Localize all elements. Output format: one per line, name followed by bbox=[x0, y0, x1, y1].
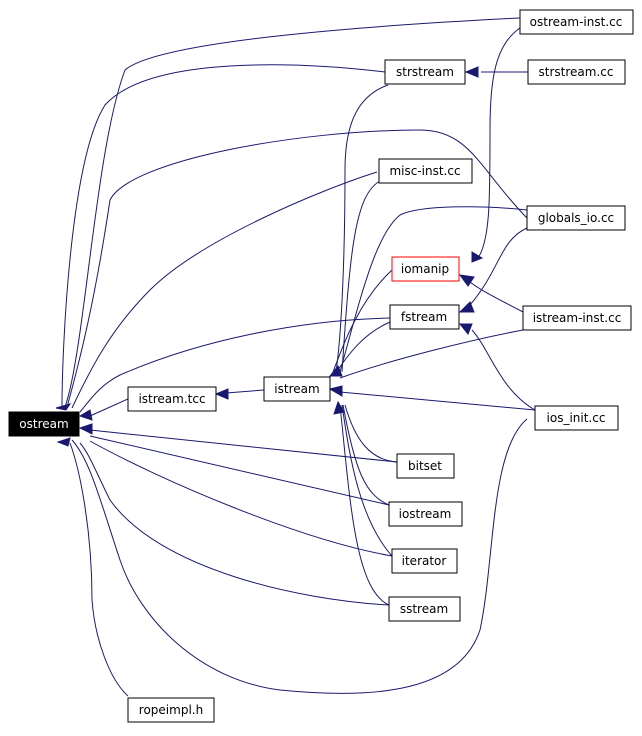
node-bitset[interactable]: bitset bbox=[396, 453, 455, 479]
node-bitset-label: bitset bbox=[408, 459, 442, 473]
node-istream-label: istream bbox=[274, 382, 319, 396]
edge-fstream-to-ostream bbox=[79, 317, 391, 413]
node-ropeimpl-h-label: ropeimpl.h bbox=[139, 703, 203, 717]
edge-iostream-to-istream bbox=[342, 404, 390, 506]
edge-globals-io-to-ostream bbox=[66, 129, 528, 408]
node-ropeimpl-h[interactable]: ropeimpl.h bbox=[127, 697, 215, 723]
edge-strstream-to-istream bbox=[335, 84, 389, 373]
edge-strstream-to-ostream bbox=[61, 64, 386, 408]
node-istream-tcc[interactable]: istream.tcc bbox=[127, 386, 217, 412]
edge-iomanip-to-istream bbox=[332, 269, 393, 373]
edge-arrowheads bbox=[55, 66, 484, 447]
node-iomanip-label: iomanip bbox=[401, 262, 449, 276]
edge-ostream-inst-to-iomanip bbox=[477, 27, 521, 259]
edge-ios-init-to-fstream bbox=[471, 329, 536, 411]
edge-ostream-inst-to-ostream bbox=[64, 17, 521, 408]
edge-istream-inst-to-istream bbox=[339, 329, 524, 379]
node-misc-inst-cc[interactable]: misc-inst.cc bbox=[378, 158, 473, 184]
edge-misc-inst-to-istream bbox=[341, 180, 381, 373]
node-iostream-label: iostream bbox=[399, 507, 452, 521]
node-ostream-inst-cc-label: ostream-inst.cc bbox=[530, 15, 623, 29]
arrowhead-ostream-2 bbox=[78, 409, 93, 421]
node-ios-init-cc-label: ios_init.cc bbox=[547, 411, 606, 425]
node-ostream[interactable]: ostream bbox=[8, 411, 80, 437]
node-sstream-label: sstream bbox=[400, 602, 448, 616]
edge-istream-inst-to-iomanip bbox=[469, 281, 524, 313]
node-istream-tcc-label: istream.tcc bbox=[138, 392, 205, 406]
node-strstream-cc-label: strstream.cc bbox=[539, 65, 614, 79]
edge-misc-inst-to-ostream bbox=[71, 171, 378, 409]
arrowhead-fstream-2 bbox=[458, 323, 473, 335]
arrowhead-ostream-4 bbox=[56, 437, 71, 447]
node-sstream[interactable]: sstream bbox=[388, 596, 461, 622]
arrowhead-ostream-3 bbox=[78, 423, 93, 435]
edge-globals-io-to-istream bbox=[339, 206, 528, 373]
node-globals-io-cc-label: globals_io.cc bbox=[538, 211, 614, 225]
edge-iterator-to-ostream bbox=[89, 440, 393, 557]
edge-sstream-to-ostream bbox=[79, 442, 390, 606]
node-iterator[interactable]: iterator bbox=[391, 548, 458, 574]
edge-ropeimpl-to-ostream bbox=[69, 442, 129, 697]
edge-globals-io-to-fstream bbox=[469, 227, 528, 306]
node-ios-init-cc[interactable]: ios_init.cc bbox=[534, 405, 619, 431]
graph-edges bbox=[61, 17, 536, 697]
graph-nodes: ostream istream.tcc istream ostream-inst… bbox=[8, 9, 634, 723]
arrowhead-strstream bbox=[464, 66, 479, 78]
node-istream-inst-cc[interactable]: istream-inst.cc bbox=[522, 305, 632, 331]
arrowhead-istream-tcc bbox=[214, 388, 229, 400]
edge-istream-tcc-to-ostream bbox=[89, 398, 129, 417]
node-iterator-label: iterator bbox=[402, 554, 447, 568]
arrowhead-istream-2 bbox=[328, 385, 343, 397]
arrowhead-iomanip bbox=[458, 274, 475, 287]
node-iomanip[interactable]: iomanip bbox=[391, 256, 460, 282]
edge-istream-to-istream-tcc bbox=[225, 389, 265, 394]
arrowhead-istream-3 bbox=[333, 400, 345, 415]
node-iostream[interactable]: iostream bbox=[388, 501, 463, 527]
edge-ios-init-to-istream bbox=[339, 391, 536, 411]
node-strstream-label: strstream bbox=[396, 65, 454, 79]
node-ostream-label: ostream bbox=[19, 417, 68, 431]
node-fstream-label: fstream bbox=[401, 310, 447, 324]
node-ostream-inst-cc[interactable]: ostream-inst.cc bbox=[519, 9, 634, 35]
node-misc-inst-cc-label: misc-inst.cc bbox=[389, 164, 460, 178]
node-istream-inst-cc-label: istream-inst.cc bbox=[533, 311, 622, 325]
node-strstream-cc[interactable]: strstream.cc bbox=[527, 59, 626, 85]
arrowhead-iomanip-top bbox=[471, 251, 484, 263]
node-globals-io-cc[interactable]: globals_io.cc bbox=[526, 205, 626, 231]
node-strstream[interactable]: strstream bbox=[384, 59, 466, 85]
edge-iterator-to-istream bbox=[341, 404, 393, 557]
node-fstream[interactable]: fstream bbox=[389, 304, 460, 330]
edge-bitset-to-istream bbox=[344, 404, 398, 463]
arrowhead-fstream-1 bbox=[458, 301, 475, 313]
node-istream[interactable]: istream bbox=[263, 376, 331, 402]
arrowhead-ostream-1 bbox=[55, 403, 72, 411]
edge-bitset-to-ostream bbox=[89, 429, 398, 463]
arrowhead-istream-1 bbox=[328, 365, 343, 377]
edge-sstream-to-istream bbox=[339, 404, 390, 606]
edge-iostream-to-ostream bbox=[89, 435, 390, 506]
edge-ios-init-to-ostream bbox=[71, 418, 528, 694]
